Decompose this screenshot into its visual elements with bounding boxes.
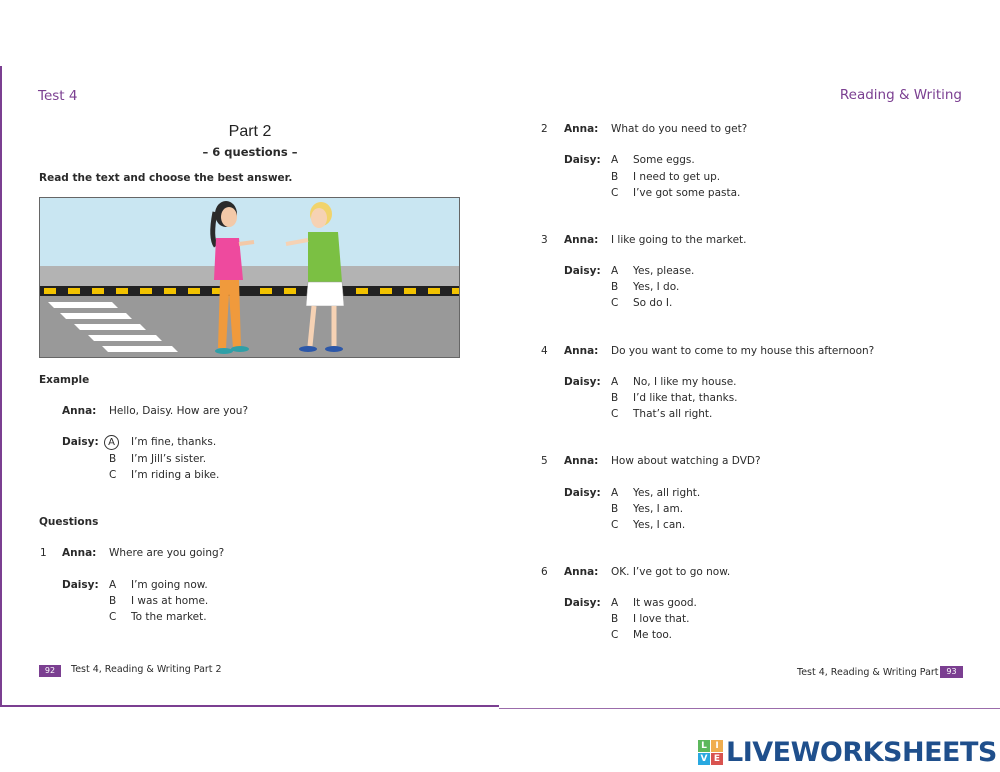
- page-border-left: [0, 66, 2, 706]
- option-letter[interactable]: C: [611, 187, 619, 199]
- option-letter[interactable]: A: [611, 154, 619, 166]
- option-letter[interactable]: C: [611, 408, 619, 420]
- answer-option[interactable]: Yes, I can.: [633, 519, 686, 531]
- question-prompt: Do you want to come to my house this aft…: [611, 345, 875, 357]
- option-letter[interactable]: A: [611, 265, 619, 277]
- question-number: 4: [541, 345, 548, 357]
- option-letter[interactable]: C: [611, 519, 619, 531]
- example-label: Example: [39, 374, 90, 386]
- answer-option[interactable]: I’ve got some pasta.: [633, 187, 741, 199]
- header-test-label: Test 4: [38, 88, 78, 104]
- logo-block: V: [698, 752, 710, 765]
- question-anna-label: Anna:: [564, 345, 599, 357]
- answer-option[interactable]: Yes, please.: [633, 265, 695, 277]
- option-letter[interactable]: B: [611, 503, 619, 515]
- logo-block: L: [698, 739, 710, 752]
- logo-blocks-icon: L I V E: [698, 739, 723, 765]
- answer-option[interactable]: Me too.: [633, 629, 672, 641]
- answer-option[interactable]: Yes, I do.: [633, 281, 680, 293]
- question-daisy-label: Daisy:: [62, 579, 99, 591]
- question-prompt: What do you need to get?: [611, 123, 748, 135]
- answer-option[interactable]: I was at home.: [131, 595, 209, 607]
- example-option-letter: B: [109, 453, 117, 465]
- example-option-a: I’m fine, thanks.: [131, 436, 217, 448]
- answer-option[interactable]: Yes, I am.: [633, 503, 684, 515]
- option-letter[interactable]: A: [109, 579, 117, 591]
- option-letter[interactable]: C: [611, 297, 619, 309]
- footer-text-right: Test 4, Reading & Writing Part 2: [797, 667, 948, 678]
- option-letter[interactable]: B: [109, 595, 117, 607]
- questions-label: Questions: [39, 516, 99, 528]
- question-daisy-label: Daisy:: [564, 597, 601, 609]
- question-prompt: How about watching a DVD?: [611, 455, 761, 467]
- question-number: 2: [541, 123, 548, 135]
- footer-text-left: Test 4, Reading & Writing Part 2: [71, 664, 222, 675]
- answer-option[interactable]: Yes, all right.: [633, 487, 701, 499]
- page-border-bottom-left: [0, 705, 499, 707]
- answer-option[interactable]: To the market.: [131, 611, 207, 623]
- answer-option[interactable]: That’s all right.: [633, 408, 713, 420]
- option-letter[interactable]: C: [611, 629, 619, 641]
- example-option-c: I’m riding a bike.: [131, 469, 220, 481]
- part-subtitle: – 6 questions –: [202, 145, 298, 159]
- option-letter[interactable]: A: [611, 376, 619, 388]
- question-prompt: Where are you going?: [109, 547, 225, 559]
- answer-option[interactable]: I’m going now.: [131, 579, 208, 591]
- instruction-text: Read the text and choose the best answer…: [39, 172, 293, 184]
- logo-wordmark: LIVEWORKSHEETS: [726, 736, 997, 768]
- liveworksheets-logo: L I V E LIVEWORKSHEETS: [698, 736, 997, 768]
- answer-option[interactable]: No, I like my house.: [633, 376, 737, 388]
- question-daisy-label: Daisy:: [564, 376, 601, 388]
- answer-option[interactable]: I need to get up.: [633, 171, 721, 183]
- two-girls-talking-image: [40, 198, 459, 357]
- question-number: 3: [541, 234, 548, 246]
- question-number: 5: [541, 455, 548, 467]
- page-border-bottom-right: [499, 708, 1000, 709]
- option-letter[interactable]: B: [611, 281, 619, 293]
- part-title: Part 2: [228, 123, 272, 140]
- question-anna-label: Anna:: [564, 234, 599, 246]
- street-illustration: [39, 197, 460, 358]
- header-section-label: Reading & Writing: [839, 87, 962, 103]
- logo-block: E: [711, 752, 723, 765]
- logo-block: I: [711, 739, 723, 752]
- answer-option[interactable]: So do I.: [633, 297, 673, 309]
- question-anna-label: Anna:: [564, 566, 599, 578]
- option-letter[interactable]: A: [611, 487, 619, 499]
- option-letter[interactable]: A: [611, 597, 619, 609]
- answer-option[interactable]: It was good.: [633, 597, 697, 609]
- question-daisy-label: Daisy:: [564, 265, 601, 277]
- question-number: 1: [40, 547, 47, 559]
- example-anna-label: Anna:: [62, 405, 97, 417]
- page-number-badge-left: 92: [39, 665, 61, 677]
- question-anna-label: Anna:: [564, 455, 599, 467]
- question-number: 6: [541, 566, 548, 578]
- question-anna-label: Anna:: [62, 547, 97, 559]
- option-letter[interactable]: B: [611, 171, 619, 183]
- page-number-badge-right: 93: [940, 666, 963, 678]
- example-option-letter: C: [109, 469, 117, 481]
- answer-option[interactable]: I love that.: [633, 613, 690, 625]
- option-letter[interactable]: C: [109, 611, 117, 623]
- question-anna-label: Anna:: [564, 123, 599, 135]
- question-daisy-label: Daisy:: [564, 154, 601, 166]
- question-daisy-label: Daisy:: [564, 487, 601, 499]
- option-letter[interactable]: B: [611, 392, 619, 404]
- example-answer-circle: A: [104, 435, 119, 450]
- example-daisy-label: Daisy:: [62, 436, 99, 448]
- question-prompt: OK. I’ve got to go now.: [611, 566, 731, 578]
- answer-option[interactable]: Some eggs.: [633, 154, 695, 166]
- question-prompt: I like going to the market.: [611, 234, 747, 246]
- option-letter[interactable]: B: [611, 613, 619, 625]
- example-anna-line: Hello, Daisy. How are you?: [109, 405, 249, 417]
- answer-option[interactable]: I’d like that, thanks.: [633, 392, 738, 404]
- example-option-b: I’m Jill’s sister.: [131, 453, 207, 465]
